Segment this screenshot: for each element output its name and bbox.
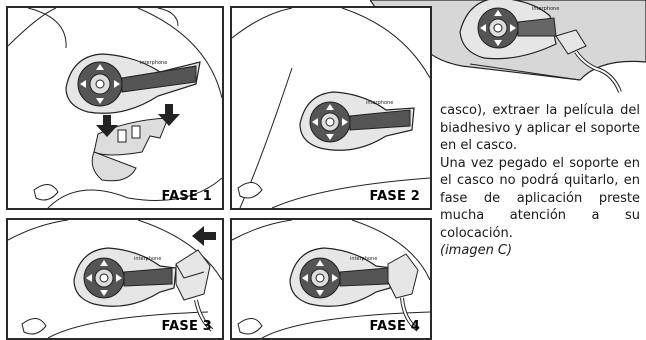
phase-4-label: FASE 4 [370,319,420,334]
instruction-paragraph-1: casco), extraer la película del biadhesi… [440,102,640,155]
phase-4-panel: interphone FASE 4 [230,218,432,340]
instruction-text: casco), extraer la película del biadhesi… [440,102,640,260]
brand-logo: interphone [366,100,393,106]
phase-1-label: FASE 1 [162,189,212,204]
phase-1-illustration: interphone [8,8,222,208]
phase-3-panel: interphone FASE 3 [6,218,224,340]
phase-2-panel: interphone FASE 2 [230,6,432,210]
brand-logo: interphone [134,256,161,262]
brand-logo: interphone [140,60,167,66]
instruction-paragraph-2: Una vez pegado el soporte en el casco no… [440,155,640,243]
phase-2-label: FASE 2 [370,189,420,204]
brand-logo: interphone [350,256,377,262]
phase-1-panel: interphone FASE 1 [6,6,224,210]
phase-3-label: FASE 3 [162,319,212,334]
image-reference: (imagen C) [440,242,640,260]
brand-logo: interphone [532,6,559,12]
phase-2-illustration: interphone [232,8,430,208]
